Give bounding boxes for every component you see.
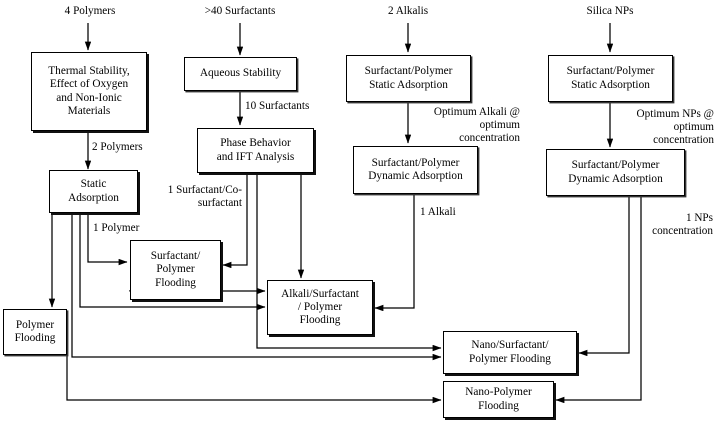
edge-label-10-surfactants: 10 Surfactants: [245, 100, 310, 112]
edge-label-1-alkali: 1 Alkali: [420, 206, 456, 218]
edge-long-to-nano-polymer: [66, 338, 442, 404]
edge-alkali-dynamic-to-asp: [374, 195, 415, 312]
input-label-polymers: 4 Polymers: [64, 5, 116, 17]
edge-phase-to-sp-flooding: [222, 173, 248, 269]
input-label-silica: Silica NPs: [586, 5, 634, 17]
edge-np-dynamic-to-nano-sp: [578, 197, 630, 357]
node-nano-surfactant-polymer-flooding[interactable]: Nano/Surfactant/Polymer Flooding: [443, 331, 577, 374]
input-label-surfactants: >40 Surfactants: [204, 5, 276, 17]
edge-label-1-polymer: 1 Polymer: [93, 222, 140, 234]
input-label-alkalis: 2 Alkalis: [387, 5, 429, 17]
edge-phase-to-nano-sp-flooding: [256, 173, 442, 352]
node-aqueous-stability[interactable]: Aqueous Stability: [184, 57, 297, 91]
edge-static-to-asp-flooding: [79, 213, 266, 311]
edge-static-to-sp-flooding: [87, 213, 128, 266]
edge-label-1-surfactant-cosurfactant: 1 Surfactant/Co-surfactant: [167, 184, 242, 210]
edge-label-2-polymers: 2 Polymers: [92, 141, 143, 153]
edge-np-dynamic-to-nano-polymer: [555, 197, 642, 404]
edge-static-to-nano-sp-flooding: [71, 213, 442, 361]
